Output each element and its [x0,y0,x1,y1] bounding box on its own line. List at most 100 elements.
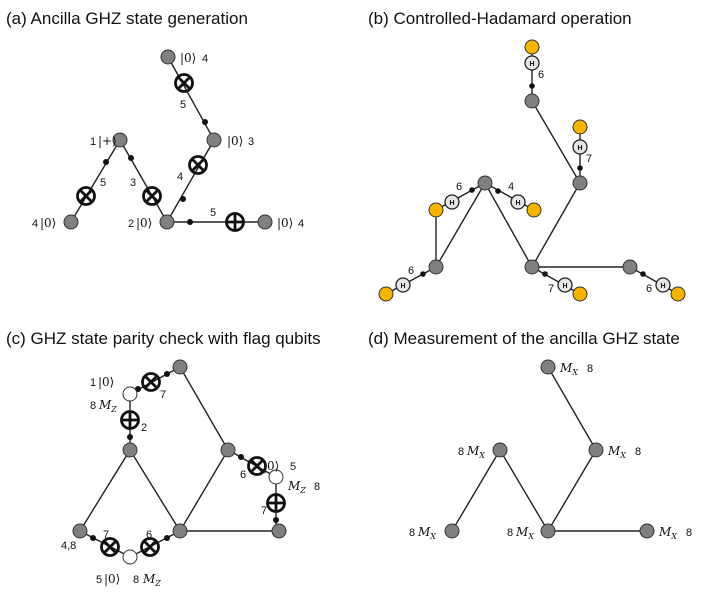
time-step-label: 7 [261,505,267,517]
time-step-label: 8 [90,400,96,412]
cnot-gate [140,537,160,557]
hadamard-gate: H [524,55,540,71]
svg-text:H: H [562,283,567,290]
edge [547,449,597,532]
time-step-label: 8 [587,363,593,375]
data-qubit-node [526,202,542,218]
edge [435,182,486,211]
edge [119,139,168,223]
control-dot [542,271,548,277]
init-state-label: |0⟩ [98,375,114,389]
edge [70,139,121,223]
hadamard-gate: H [395,277,411,293]
panel-d: (d) Measurement of the ancilla GHZ state… [368,329,692,541]
qubit-node [112,132,128,148]
data-qubit-node [670,286,686,302]
init-state-label: |0⟩ [277,216,293,230]
flag-qubit-node [122,386,138,402]
control-dot [577,165,583,171]
init-state-label: |0⟩ [263,459,279,473]
time-step-label: 4 [508,181,514,193]
edge [385,266,437,295]
time-step-label: 5 [180,99,186,111]
control-dot [640,271,646,277]
qubit-node [540,523,556,539]
qubit-node [159,214,175,230]
hadamard-gate: H [655,277,671,293]
data-qubit-node [572,119,588,135]
qubit-node [172,359,188,375]
panel-a: (a) Ancilla GHZ state generation |0⟩ 4 5… [6,9,304,232]
hadamard-gate: H [557,277,573,293]
data-qubit-node [378,286,394,302]
edge [629,266,679,295]
time-step-label: 6 [646,283,652,295]
qubit-node [492,442,508,458]
time-step-label: 7 [103,529,109,541]
edge [179,366,229,451]
hadamard-gate: H [444,194,460,210]
cnot-gate [141,372,161,392]
qubit-node [220,442,236,458]
qubit-node [428,259,444,275]
flag-qubit-node [122,549,138,565]
time-step-label: 5 [210,207,216,219]
qubit-node [63,214,79,230]
measure-x-label: MX [559,361,578,377]
hadamard-gate: H [510,194,526,210]
panel-b-title: (b) Controlled-Hadamard operation [368,9,632,28]
edge [547,366,597,451]
panel-d-title: (d) Measurement of the ancilla GHZ state [368,329,680,348]
edge [499,449,549,532]
measure-z-label: MZ [98,398,117,414]
control-dot [164,371,170,377]
edge [484,182,533,268]
panel-c-title: (c) GHZ state parity check with flag qub… [6,329,321,348]
panel-b: (b) Controlled-Hadamard operation H H H … [368,9,686,302]
control-dot [202,119,208,125]
control-dot [127,434,133,440]
qubit-node [257,214,273,230]
data-qubit-node [572,286,588,302]
time-step-label: 5 [290,461,296,473]
time-step-label: 2 [128,218,134,230]
control-dot [420,271,426,277]
qubit-node [444,523,460,539]
qubit-node [206,132,222,148]
time-step-label: 6 [240,469,246,481]
measure-z-label: MZ [142,572,161,588]
svg-text:H: H [449,200,454,207]
flag-qubit-node [268,469,284,485]
qubit-node [72,523,88,539]
time-step-label: 4 [298,218,304,230]
data-qubit-node [524,39,540,55]
time-step-label: 8 [133,574,139,586]
edge [129,449,181,532]
svg-text:H: H [577,145,582,152]
qubit-node [172,523,188,539]
init-state-label: |0⟩ [136,216,152,230]
control-dot [128,155,134,161]
control-dot [90,535,96,541]
control-dot [495,188,501,194]
edge [129,530,181,558]
control-dot [529,83,535,89]
edge [531,266,581,295]
qubit-node [572,175,588,191]
qubit-node [160,49,176,65]
edge [227,449,277,478]
cnot-gate [174,73,194,93]
cnot-plus-gate [225,212,245,232]
data-qubit-node [428,202,444,218]
time-step-label: 8 [635,446,641,458]
edge [435,182,486,268]
measure-x-label: MX [607,444,626,460]
time-step-label: 8 [409,527,415,539]
cnot-gate [142,186,162,206]
panel-c: (c) GHZ state parity check with flag qub… [6,329,321,588]
qubit-node [524,259,540,275]
panel-a-title: (a) Ancilla GHZ state generation [6,9,248,28]
time-step-label: 5 [100,177,106,189]
hadamard-gate: H [572,139,588,155]
time-step-label: 1 [90,377,96,389]
